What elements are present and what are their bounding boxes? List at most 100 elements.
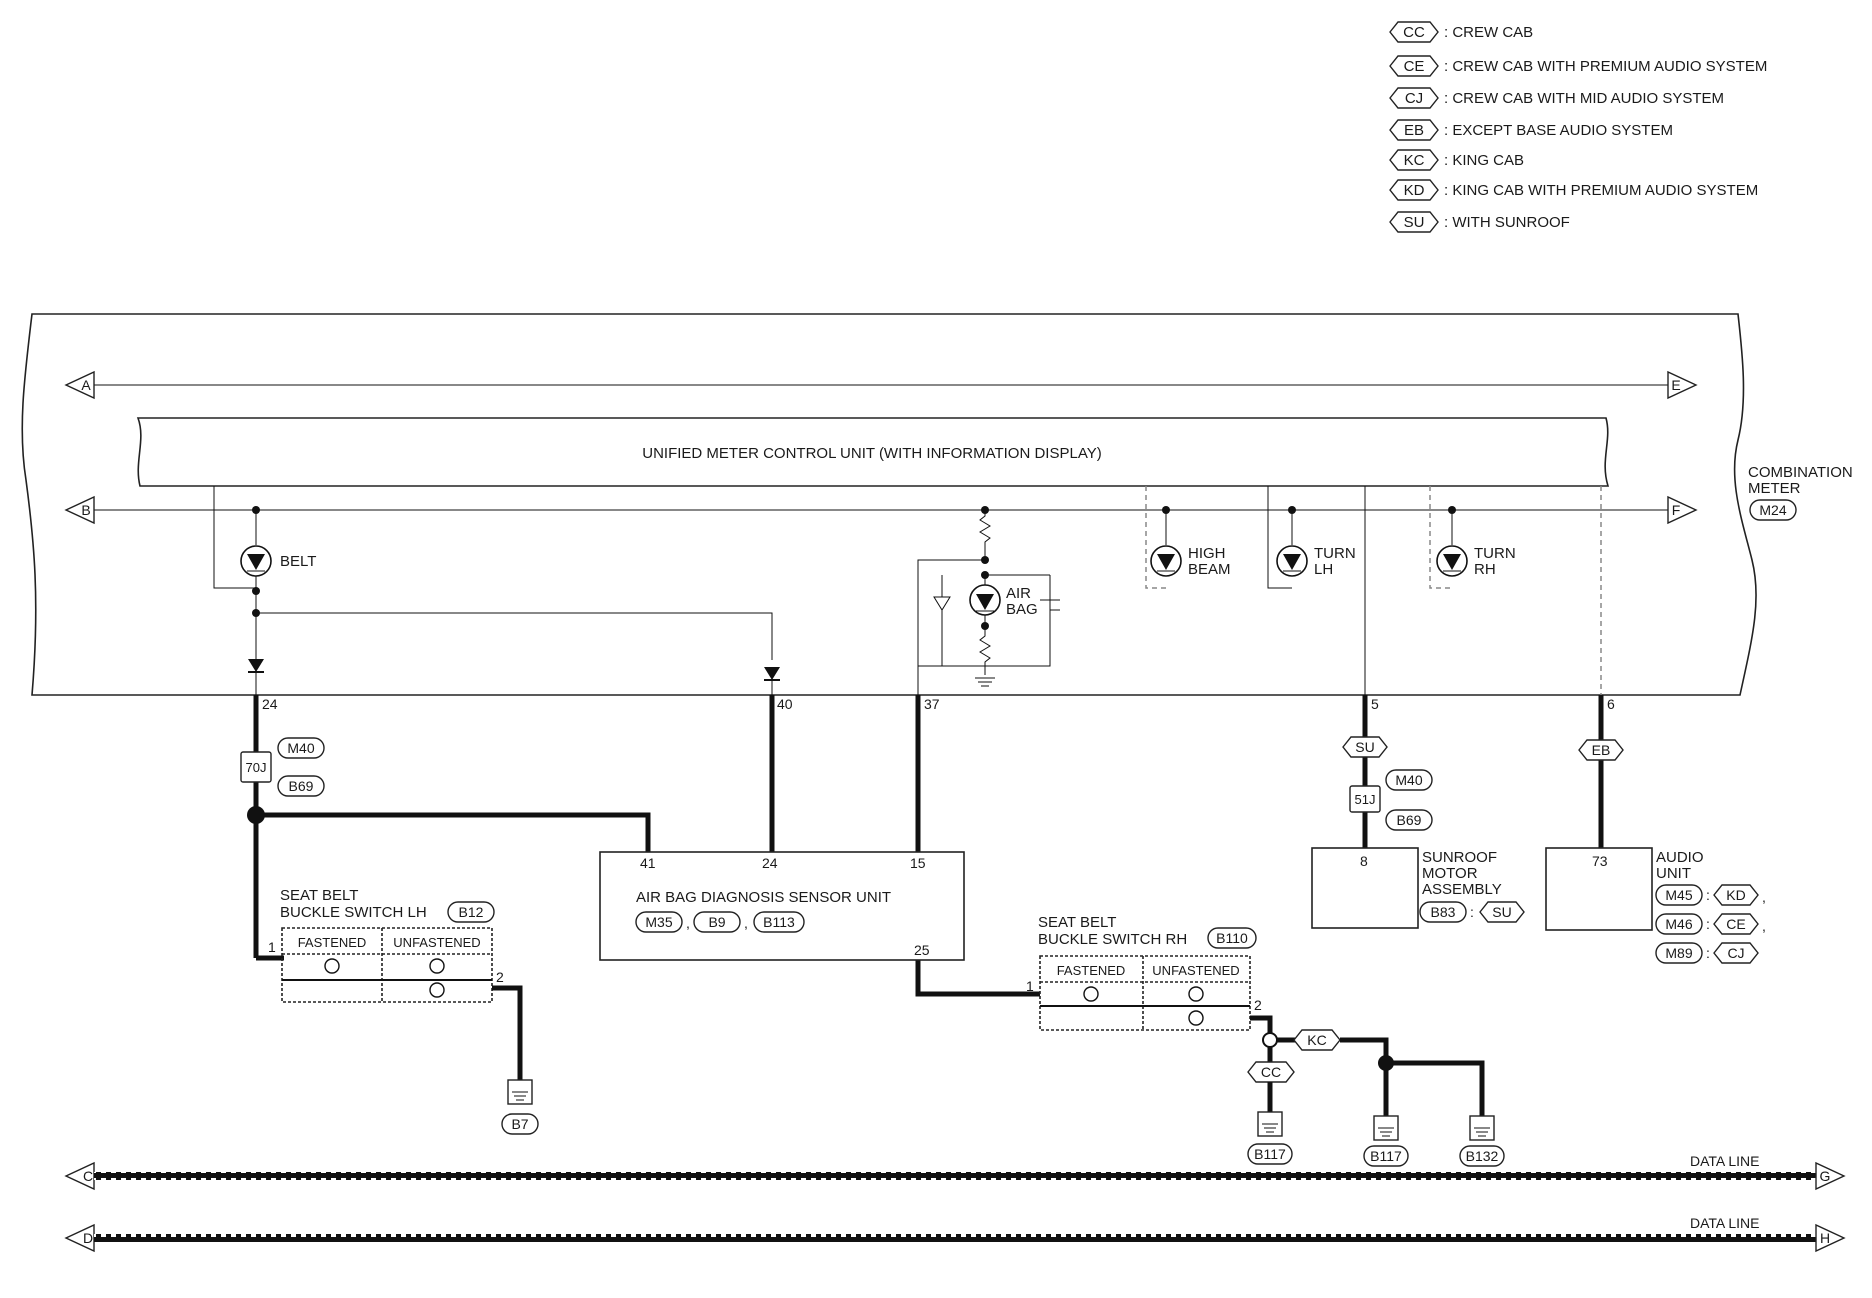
svg-text:B113: B113 <box>763 914 795 930</box>
svg-text:,: , <box>744 915 748 931</box>
svg-text:M46: M46 <box>1665 916 1692 932</box>
svg-text:CJ: CJ <box>1727 945 1744 961</box>
legend-item-su: SU : WITH SUNROOF <box>1389 211 1570 233</box>
svg-text:M89: M89 <box>1665 945 1692 961</box>
combination-meter-outline <box>21 313 1757 696</box>
svg-text:SU: SU <box>1355 739 1374 755</box>
option-cc: CC <box>1247 1061 1295 1083</box>
svg-text:AUDIO: AUDIO <box>1656 849 1704 866</box>
turn-lh-label: TURN <box>1314 545 1356 562</box>
combination-meter: COMBINATION METER M24 A E UNIFIED METER … <box>21 313 1853 696</box>
svg-text:37: 37 <box>924 696 940 712</box>
svg-text:B117: B117 <box>1370 1148 1402 1164</box>
svg-text:FASTENED: FASTENED <box>298 935 367 950</box>
ground-b117-b: B117 <box>1363 1115 1409 1167</box>
svg-text:B69: B69 <box>289 778 314 794</box>
svg-text::: : <box>1706 916 1710 932</box>
turn-lh-label-2: LH <box>1314 561 1333 578</box>
svg-text:: KING CAB WITH PREMIUM AUDIO: : KING CAB WITH PREMIUM AUDIO SYSTEM <box>1444 182 1758 199</box>
svg-text:F: F <box>1672 502 1681 518</box>
bus-a-e: A E <box>64 370 1698 400</box>
svg-text:B9: B9 <box>708 914 725 930</box>
svg-text:B83: B83 <box>1431 904 1456 920</box>
svg-text:KD: KD <box>1404 182 1425 199</box>
air-bag-diagnosis-sensor-unit: 41 24 15 25 AIR BAG DIAGNOSIS SENSOR UNI… <box>599 851 965 961</box>
unified-meter-control-unit <box>136 417 1610 487</box>
svg-text:M40: M40 <box>287 740 314 756</box>
audio-connector-row-1: M45 : KD , <box>1655 884 1766 906</box>
seat-belt-buckle-switch-lh: SEAT BELT BUCKLE SWITCH LH B12 FASTENED … <box>268 887 539 1135</box>
svg-text:UNFASTENED: UNFASTENED <box>1152 963 1239 978</box>
legend-item-cc: CC : CREW CAB <box>1389 21 1533 43</box>
turn-rh-indicator: TURN RH <box>1429 486 1516 589</box>
svg-text:SU: SU <box>1492 904 1511 920</box>
svg-text:40: 40 <box>777 696 793 712</box>
svg-text:1: 1 <box>268 939 276 955</box>
svg-text:15: 15 <box>910 855 926 871</box>
svg-text:KC: KC <box>1307 1032 1326 1048</box>
airbag-indicator: AIR BAG <box>917 506 1060 695</box>
turn-lh-indicator: TURN LH <box>1267 486 1356 589</box>
connector-m24: M24 <box>1749 499 1797 521</box>
data-line-d-h: DATA LINE D H <box>64 1215 1846 1253</box>
svg-text:CE: CE <box>1726 916 1745 932</box>
turn-rh-label-2: RH <box>1474 561 1496 578</box>
high-beam-label-2: BEAM <box>1188 561 1231 578</box>
combination-meter-label: COMBINATION <box>1748 464 1853 481</box>
combination-meter-label-2: METER <box>1748 480 1801 497</box>
svg-text:24: 24 <box>262 696 278 712</box>
svg-text:B132: B132 <box>1466 1148 1499 1164</box>
svg-text:CC: CC <box>1261 1064 1281 1080</box>
svg-text:,: , <box>1762 918 1766 934</box>
seat-belt-buckle-switch-rh: SEAT BELT BUCKLE SWITCH RH B110 FASTENED… <box>1026 914 1505 1167</box>
svg-text::: : <box>1470 904 1474 920</box>
svg-text:EB: EB <box>1404 122 1424 139</box>
joint-connector-70j: 70J M40 B69 <box>240 737 325 797</box>
legend-item-cj: CJ : CREW CAB WITH MID AUDIO SYSTEM <box>1389 87 1724 109</box>
svg-text:E: E <box>1671 377 1680 393</box>
svg-text:B12: B12 <box>459 904 484 920</box>
ground-b132: B132 <box>1459 1115 1505 1167</box>
svg-text:D: D <box>83 1230 93 1246</box>
ground-b117-a: B117 <box>1247 1111 1293 1165</box>
svg-text:: CREW CAB WITH MID AUDIO SYST: : CREW CAB WITH MID AUDIO SYSTEM <box>1444 90 1724 107</box>
svg-text:SUNROOF: SUNROOF <box>1422 849 1497 866</box>
svg-text:A: A <box>81 377 91 393</box>
svg-text:51J: 51J <box>1355 792 1376 807</box>
legend-item-kc: KC : KING CAB <box>1389 149 1524 171</box>
option-legend: CC : CREW CAB CE : CREW CAB WITH PREMIUM… <box>1389 21 1767 233</box>
legend-item-eb: EB : EXCEPT BASE AUDIO SYSTEM <box>1389 119 1673 141</box>
high-beam-label: HIGH <box>1188 545 1226 562</box>
svg-text:B: B <box>81 502 90 518</box>
legend-item-kd: KD : KING CAB WITH PREMIUM AUDIO SYSTEM <box>1389 179 1758 201</box>
svg-text:M35: M35 <box>645 914 672 930</box>
svg-text:B117: B117 <box>1254 1146 1286 1162</box>
svg-text:BUCKLE SWITCH RH: BUCKLE SWITCH RH <box>1038 931 1187 948</box>
svg-text:B69: B69 <box>1397 812 1422 828</box>
bus-b-f: B F <box>64 495 1698 525</box>
svg-text:: CREW CAB: : CREW CAB <box>1444 24 1533 41</box>
data-line-c-g: DATA LINE C G <box>64 1153 1846 1191</box>
svg-text:,: , <box>1762 889 1766 905</box>
svg-text:UNIT: UNIT <box>1656 865 1691 882</box>
option-kc: KC <box>1293 1029 1341 1051</box>
audio-connector-row-3: M89 : CJ <box>1655 942 1759 964</box>
svg-text:: WITH SUNROOF: : WITH SUNROOF <box>1444 214 1570 231</box>
audio-unit: EB 73 AUDIO UNIT M45 : KD , M46 : CE , M… <box>1545 739 1766 964</box>
svg-text:ASSEMBLY: ASSEMBLY <box>1422 881 1502 898</box>
airbag-indicator-label: AIR <box>1006 585 1031 602</box>
svg-text:CE: CE <box>1404 58 1425 75</box>
audio-connector-row-2: M46 : CE , <box>1655 913 1766 935</box>
svg-text:24: 24 <box>762 855 778 871</box>
legend-item-ce: CE : CREW CAB WITH PREMIUM AUDIO SYSTEM <box>1389 55 1767 77</box>
svg-text:73: 73 <box>1592 853 1608 869</box>
svg-text:CC: CC <box>1403 24 1425 41</box>
svg-text:2: 2 <box>496 969 504 985</box>
svg-text:BUCKLE SWITCH LH: BUCKLE SWITCH LH <box>280 904 427 921</box>
svg-text:EB: EB <box>1592 742 1611 758</box>
svg-text:G: G <box>1820 1168 1831 1184</box>
svg-text:H: H <box>1820 1230 1830 1246</box>
svg-text:2: 2 <box>1254 997 1262 1013</box>
airbag-indicator-label-2: BAG <box>1006 601 1038 618</box>
